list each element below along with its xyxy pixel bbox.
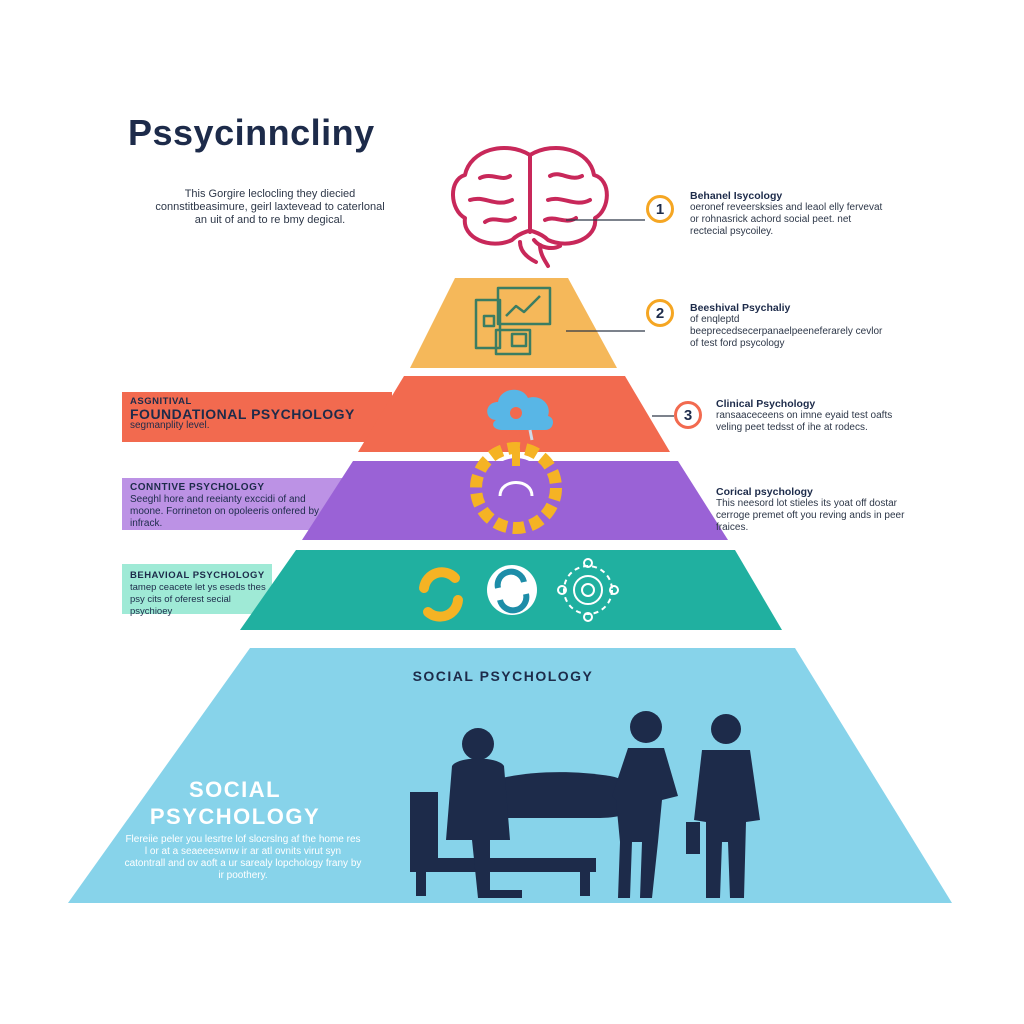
left-label-foundational: ASGNITIVAL FOUNDATIONAL PSYCHOLOGY segma… [130,396,380,432]
callout-1-title: Behanel Isycology [690,190,783,202]
callout-4: Corical psychology This neesord lot stie… [716,486,906,534]
left-label-behavioal: BEHAVIOAL PSYCHOLOGY tamep ceacete let y… [130,570,270,618]
left-label-behavioal-title: BEHAVIOAL PSYCHOLOGY [130,570,265,581]
callout-2: Beeshival Psychaliy of enqleptd beeprece… [690,302,890,350]
left-label-connitive-text: Seeghl hore and reeianty exccidi of and … [130,494,320,529]
callout-number-2: 2 [646,299,674,327]
left-label-foundational-prefix: ASGNITIVAL [130,396,192,407]
label-bg-behavioal [122,564,272,614]
callout-number-3: 3 [674,401,702,429]
therapy-session-icon [410,711,760,898]
base-big-label: SOCIAL PSYCHOLOGY [149,777,321,829]
callout-1-text: oeronef reveersksies and leaol elly ferv… [690,202,883,237]
brain-icon [451,145,609,268]
base-description: Flereiie peler you lesrtre lof slocrslng… [124,834,362,881]
dashboard-icon [474,286,552,356]
callout-4-text: This neesord lot stieles its yoat off do… [716,498,905,533]
left-label-connitive: CONNTIVE PSYCHOLOGY Seeghl hore and reei… [130,482,320,530]
label-bg-foundational [122,392,392,442]
callout-number-1: 1 [646,195,674,223]
callout-1: Behanel Isycology oeronef reveersksies a… [690,190,890,238]
page-title: Pssycinncliny [128,112,375,153]
left-label-behavioal-text: tamep ceacete let ys eseds thes psy cits… [130,582,266,617]
left-label-connitive-title: CONNTIVE PSYCHOLOGY [130,482,265,493]
gear-icon [470,442,562,534]
callout-3-title: Clinical Psychology [716,398,816,410]
left-label-foundational-title: FOUNDATIONAL PSYCHOLOGY [130,406,355,422]
callout-2-title: Beeshival Psychaliy [690,302,791,314]
base-center-label: SOCIAL PSYCHOLOGY [412,668,594,684]
molecule-gear-icon [557,558,619,622]
left-label-foundational-text: segmanplity level. [130,420,210,431]
callout-3: Clinical Psychology ransaaceceens on imn… [716,398,906,434]
callout-4-title: Corical psychology [716,486,813,498]
cloud-icon [487,389,554,441]
callout-3-text: ransaaceceens on imne eyaid test oafts v… [716,410,893,433]
recycle-circle-icon [487,565,537,615]
intro-text: This Gorgire leclocling they diecied con… [155,188,385,226]
callout-2-text: of enqleptd beeprecedsecerpanaelpeenefer… [690,314,883,349]
label-bg-connitive [122,478,342,530]
connector-lines [566,219,674,417]
cycle-arrows-icon [419,567,463,622]
